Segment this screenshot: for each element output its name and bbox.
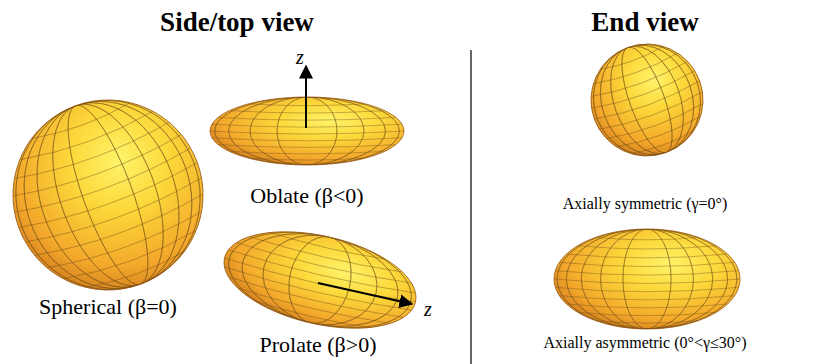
axis-label: z [296, 46, 304, 68]
spherical-nucleus [0, 73, 230, 317]
z-axis-arrow [305, 66, 307, 128]
grid-lines [215, 215, 426, 345]
grid-lines [0, 73, 230, 317]
axially-symmetric-nucleus [575, 28, 719, 172]
axially-asymmetric-nucleus [554, 229, 740, 329]
grid-lines [554, 229, 740, 329]
ellipsoid-body [0, 73, 230, 317]
axis-label: z [424, 298, 432, 320]
ellipsoid-body [575, 28, 719, 172]
shape-label: Prolate (β>0) [259, 333, 376, 357]
divider-line [470, 50, 471, 364]
grid-lines [575, 28, 719, 172]
shape-label: Spherical (β=0) [39, 295, 177, 319]
ellipsoid-body [215, 215, 426, 345]
shape-label: Axially symmetric (γ=0°) [563, 195, 728, 213]
shape-label: Axially asymmetric (0°<γ≤30°) [544, 334, 747, 352]
prolate-nucleus [215, 215, 426, 345]
section-heading: End view [591, 8, 698, 38]
shape-label: Oblate (β<0) [250, 184, 363, 208]
z-axis-arrow [318, 283, 412, 304]
section-heading: Side/top view [160, 8, 314, 38]
ellipsoid-body [554, 229, 740, 329]
